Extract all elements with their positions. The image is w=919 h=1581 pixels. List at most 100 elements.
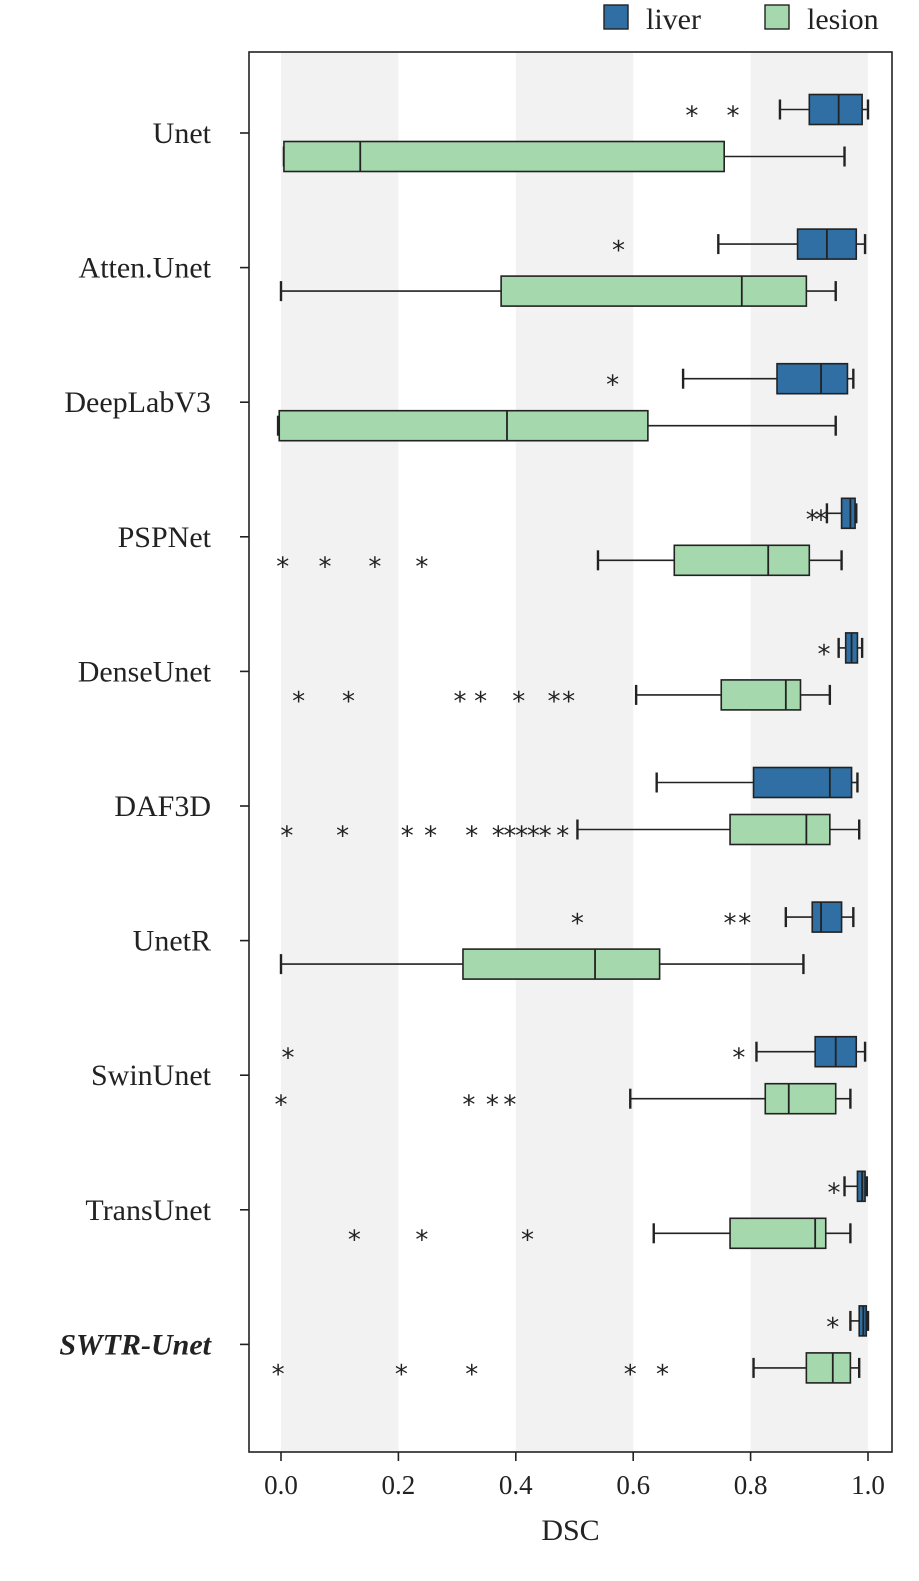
lesion-box (764, 1082, 837, 1115)
category-label: PSPNet (118, 521, 212, 554)
box-groups: ****************************************… (272, 93, 870, 1390)
lesion-outlier: * (280, 822, 293, 852)
liver-outlier: * (685, 102, 698, 132)
background-band (281, 52, 399, 1452)
lesion-outlier: * (521, 1225, 534, 1255)
lesion-box (462, 948, 661, 980)
lesion-outlier: * (462, 1091, 475, 1121)
liver-outlier: * (612, 236, 625, 266)
category-label: SwinUnet (91, 1059, 212, 1092)
lesion-outlier: * (562, 687, 575, 717)
liver-outlier: * (724, 909, 737, 939)
category-group-PSPNet: ****** (276, 497, 858, 582)
liver-outlier: * (815, 505, 828, 535)
lesion-outlier: * (395, 1360, 408, 1390)
category-label: DenseUnet (78, 655, 212, 688)
x-tick-label: 0.8 (734, 1470, 768, 1500)
category-label: SWTR-Unet (59, 1328, 212, 1361)
category-group-DeepLabV3: * (276, 362, 855, 442)
lesion-outlier: * (656, 1360, 669, 1390)
liver-outlier: * (282, 1044, 295, 1074)
x-axis: 0.0 0.2 0.4 0.6 0.8 1.0 (264, 1452, 885, 1500)
legend-swatch-liver (603, 4, 629, 30)
lesion-box (673, 544, 811, 577)
lesion-box (729, 813, 831, 846)
category-label: UnetR (133, 925, 211, 958)
lesion-outlier: * (465, 822, 478, 852)
lesion-box (278, 409, 649, 442)
liver-box (808, 93, 863, 126)
x-tick-label: 1.0 (851, 1470, 885, 1500)
x-tick-label: 0.0 (264, 1470, 298, 1500)
category-label: Atten.Unet (79, 252, 212, 285)
legend-label-lesion: lesion (807, 3, 879, 36)
liver-box (840, 497, 856, 530)
category-label: DAF3D (114, 790, 211, 823)
category-group-TransUnet: * * * * (348, 1170, 869, 1255)
category-label: TransUnet (85, 1194, 211, 1227)
x-axis-label: DSC (541, 1514, 599, 1547)
lesion-outlier: * (415, 1225, 428, 1255)
lesion-outlier: * (503, 822, 516, 852)
category-group-UnetR: *** (279, 901, 855, 980)
lesion-box (720, 679, 802, 711)
lesion-outlier: * (556, 822, 569, 852)
liver-outlier: * (826, 1313, 839, 1343)
lesion-outlier: * (474, 687, 487, 717)
lesion-outlier: * (624, 1360, 637, 1390)
lesion-outlier: * (415, 552, 428, 582)
liver-outlier: * (606, 371, 619, 401)
lesion-outlier: * (515, 822, 528, 852)
category-group-DAF3D: *********** (280, 766, 861, 852)
lesion-outlier: * (368, 552, 381, 582)
liver-outlier: * (738, 909, 751, 939)
lesion-outlier: * (275, 1091, 288, 1121)
x-tick-label: 0.4 (499, 1470, 533, 1500)
legend: liver lesion (603, 3, 879, 36)
category-group-SWTR-Unet: * * * * * * (272, 1305, 870, 1390)
x-tick-label: 0.6 (616, 1470, 650, 1500)
lesion-outlier: * (503, 1091, 516, 1121)
lesion-outlier: * (319, 552, 332, 582)
category-label: Unet (153, 117, 212, 150)
category-group-Atten.Unet: * (279, 228, 867, 307)
lesion-box (500, 275, 808, 307)
lesion-outlier: * (539, 822, 552, 852)
category-group-Unet: ** (282, 93, 870, 173)
legend-label-liver: liver (646, 3, 701, 36)
liver-box (811, 901, 843, 933)
liver-box (752, 766, 853, 799)
lesion-outlier: * (276, 552, 289, 582)
lesion-outlier: * (348, 1225, 361, 1255)
lesion-outlier: * (342, 687, 355, 717)
lesion-outlier: * (465, 1360, 478, 1390)
lesion-outlier: * (424, 822, 437, 852)
lesion-outlier: * (547, 687, 560, 717)
lesion-outlier: * (401, 822, 414, 852)
category-label: DeepLabV3 (64, 386, 211, 419)
lesion-outlier: * (454, 687, 467, 717)
lesion-box (283, 140, 725, 173)
lesion-box (805, 1352, 852, 1384)
lesion-outlier: * (272, 1360, 285, 1390)
category-group-DenseUnet: ******** (292, 632, 864, 717)
lesion-outlier: * (527, 822, 540, 852)
liver-outlier: * (726, 102, 739, 132)
plot-frame (248, 51, 893, 1453)
liver-outlier: * (806, 505, 819, 535)
x-tick-label: 0.2 (382, 1470, 416, 1500)
liver-outlier: * (571, 909, 584, 939)
lesion-outlier: * (492, 822, 505, 852)
liver-box (776, 362, 849, 395)
y-axis: UnetAtten.UnetDeepLabV3PSPNetDenseUnetDA… (59, 117, 249, 1361)
lesion-outlier: * (292, 687, 305, 717)
category-group-SwinUnet: ****** (275, 1035, 867, 1121)
lesion-outlier: * (512, 687, 525, 717)
legend-swatch-lesion (764, 4, 790, 30)
liver-outlier: * (732, 1044, 745, 1074)
liver-outlier: * (827, 1178, 840, 1208)
lesion-outlier: * (486, 1091, 499, 1121)
liver-outlier: * (817, 640, 830, 670)
lesion-outlier: * (336, 822, 349, 852)
